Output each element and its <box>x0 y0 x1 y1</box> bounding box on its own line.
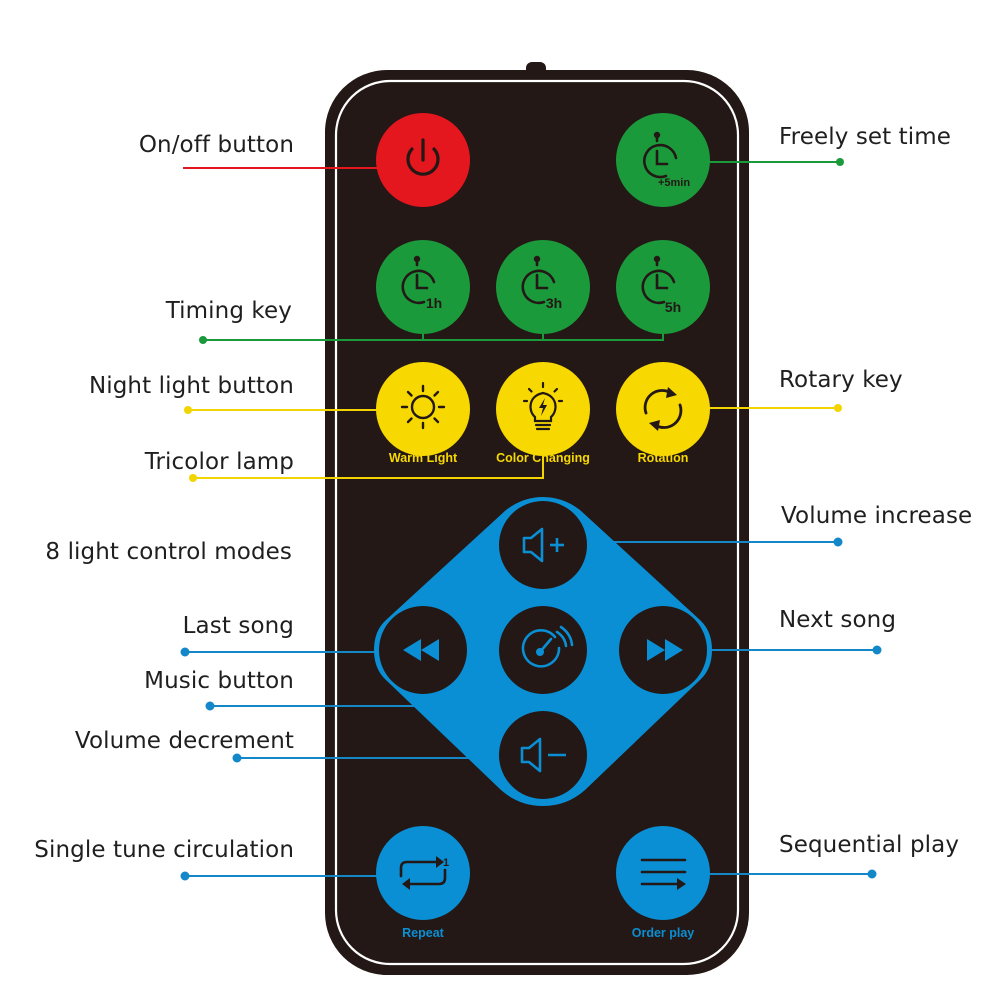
label-volume-increase: Volume increase <box>781 503 973 529</box>
rotation-label: Rotation <box>638 451 689 465</box>
music-disc-icon <box>521 625 574 668</box>
timer-1h-label: 1h <box>426 295 442 311</box>
volume-down-button[interactable] <box>499 711 587 799</box>
label-music-button: Music button <box>144 668 294 694</box>
timer-knob <box>533 255 541 263</box>
timer-1h-button[interactable]: 1h <box>376 240 470 334</box>
order-play-button[interactable]: Order play <box>616 826 710 940</box>
timer-knob <box>413 255 421 263</box>
repeat-button[interactable]: 1 Repeat <box>376 826 470 940</box>
label-freely-set-time: Freely set time <box>779 124 952 150</box>
next-song-button[interactable] <box>619 606 707 694</box>
label-tricolor-lamp: Tricolor lamp <box>144 449 294 475</box>
rotation-button[interactable]: Rotation <box>616 362 710 465</box>
dot-sequential <box>867 869 877 879</box>
dot-single-tune <box>180 871 190 881</box>
volume-up-button[interactable] <box>499 501 587 589</box>
rotate-arrowhead <box>666 387 677 398</box>
color-changing-label: Color Changing <box>496 451 590 465</box>
label-last-song: Last song <box>182 613 294 639</box>
label-single-tune: Single tune circulation <box>34 837 294 863</box>
repeat-label: Repeat <box>402 926 445 940</box>
timer-3h-button[interactable]: 3h <box>496 240 590 334</box>
dot-volume-decrement <box>232 753 242 763</box>
bolt-icon <box>539 398 547 416</box>
previous-song-button[interactable] <box>379 606 467 694</box>
warm-light-label: Warm Light <box>389 451 458 465</box>
rotate-arrowhead <box>649 420 660 431</box>
label-on-off: On/off button <box>138 132 294 158</box>
repeat-arrowhead <box>402 878 410 890</box>
dot-music <box>205 701 215 711</box>
label-volume-decrement: Volume decrement <box>74 728 294 754</box>
list-order-icon <box>640 858 687 886</box>
dot-next-song <box>872 645 882 655</box>
repeat-one-label: 1 <box>443 857 449 869</box>
sun-icon <box>400 384 446 430</box>
timer-3h-label: 3h <box>546 295 562 311</box>
callout-dots <box>180 158 882 881</box>
speaker-minus-icon <box>520 737 566 773</box>
dot-timing-key <box>199 336 207 344</box>
label-light-modes: 8 light control modes <box>45 539 292 565</box>
label-night-light: Night light button <box>88 373 294 399</box>
dot-volume-increase <box>833 537 843 547</box>
dot-tricolor <box>189 474 197 482</box>
label-timing-key: Timing key <box>165 298 292 324</box>
label-sequential-play: Sequential play <box>779 832 960 858</box>
repeat-icon <box>399 860 447 886</box>
repeat-arrowhead <box>436 856 444 868</box>
order-play-label: Order play <box>632 926 695 940</box>
timer-knob <box>653 255 661 263</box>
color-changing-button[interactable]: Color Changing <box>496 362 590 465</box>
power-button[interactable] <box>376 113 470 207</box>
warm-light-button[interactable]: Warm Light <box>376 362 470 465</box>
dot-last-song <box>180 647 190 657</box>
timer-5min-button[interactable]: +5min <box>616 113 710 207</box>
timer-5min-label: +5min <box>658 177 690 189</box>
dot-freely-set <box>836 158 844 166</box>
remote-inner-border <box>334 79 740 966</box>
label-rotary-key: Rotary key <box>779 367 903 393</box>
fast-forward-icon <box>647 639 683 661</box>
power-icon <box>406 138 440 176</box>
speaker-plus-icon <box>522 527 564 563</box>
bulb-icon <box>522 381 564 431</box>
rotate-icon <box>643 389 683 429</box>
dot-rotary <box>834 404 842 412</box>
timer-5h-label: 5h <box>665 299 681 315</box>
order-arrowhead <box>677 878 686 890</box>
dot-night-light <box>184 406 192 414</box>
label-next-song: Next song <box>779 607 897 633</box>
rewind-icon <box>403 639 439 661</box>
music-button[interactable] <box>499 606 587 694</box>
timer-5h-button[interactable]: 5h <box>616 240 710 334</box>
timer-knob <box>653 131 661 139</box>
